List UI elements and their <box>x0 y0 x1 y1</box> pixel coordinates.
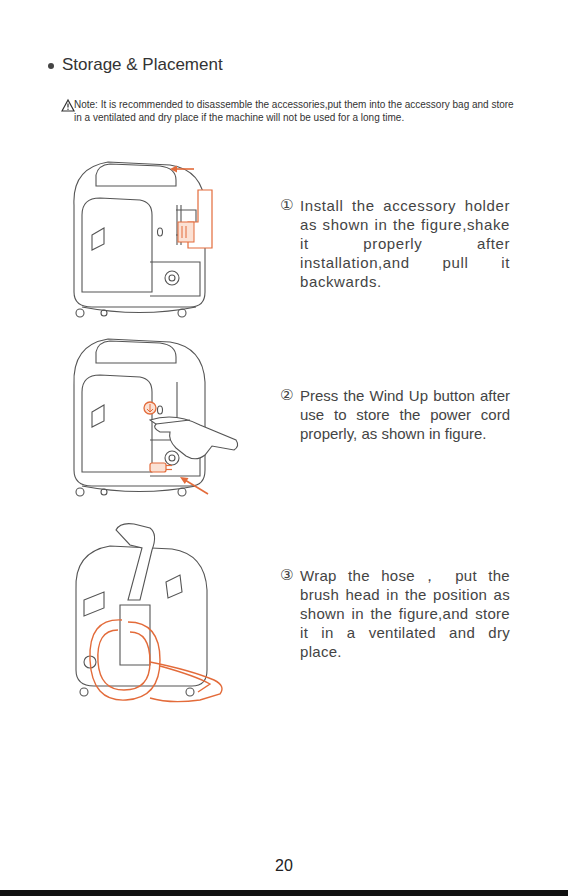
page-bottom-bar <box>0 890 568 896</box>
step-text: Install the accessory holder as shown in… <box>300 196 510 291</box>
machine-figure-1 <box>74 162 205 317</box>
power-plug <box>150 463 208 494</box>
machine-figure-2 <box>74 339 238 496</box>
page-number: 20 <box>0 857 568 875</box>
step-text: Wrap the hose， put the brush head in the… <box>300 566 510 661</box>
wound-hose <box>90 620 222 702</box>
step-number: ① <box>280 196 293 214</box>
step-number: ② <box>280 386 293 404</box>
step-text: Press the Wind Up button after use to st… <box>300 386 510 443</box>
bullet-dot <box>48 63 54 69</box>
wind-up-button <box>144 402 156 414</box>
warning-icon <box>62 100 74 111</box>
machine-figure-3 <box>76 524 207 696</box>
section-title: Storage & Placement <box>62 55 223 75</box>
note-text: Note: It is recommended to disassemble t… <box>74 98 514 124</box>
step-number: ③ <box>280 566 293 584</box>
accessory-holder <box>170 166 212 249</box>
